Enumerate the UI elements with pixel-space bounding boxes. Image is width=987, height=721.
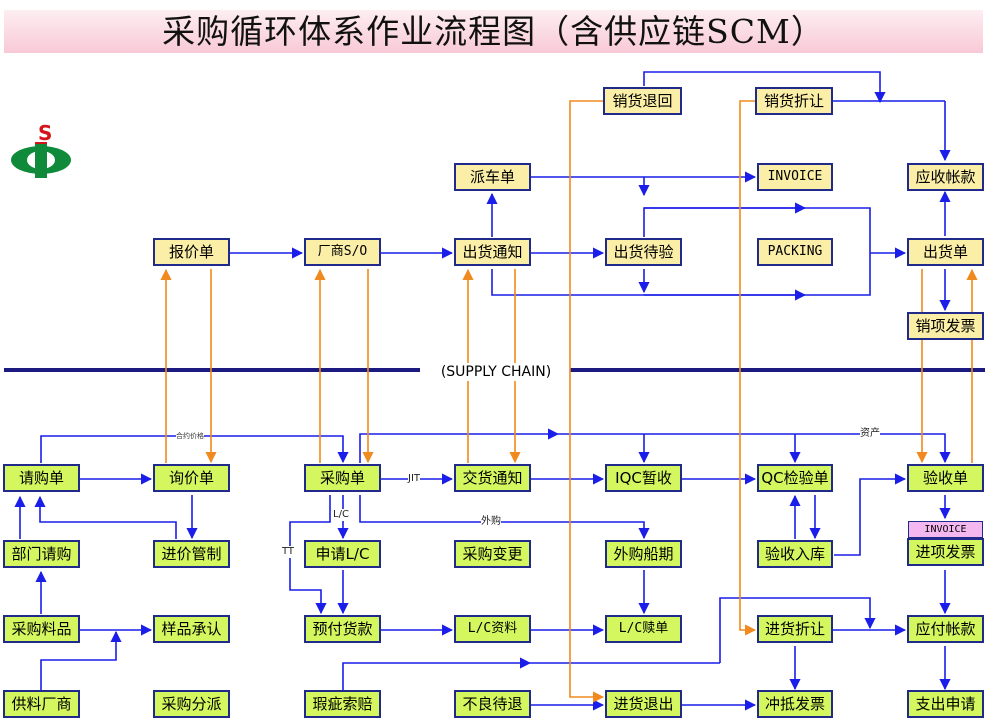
node-receiving-report[interactable]: 验收单 — [907, 464, 984, 492]
node-purchase-materials[interactable]: 采购料品 — [3, 615, 80, 643]
supply-chain-divider-label: (SUPPLY CHAIN) — [424, 363, 568, 381]
edge-label-asset: 资产 — [860, 428, 880, 440]
edge-label-outsourced: 外购 — [481, 516, 501, 528]
node-dept-request[interactable]: 部门请购 — [3, 540, 80, 568]
node-lc-application[interactable]: 申请L/C — [304, 540, 381, 568]
node-awaiting-inspection[interactable]: 出货待验 — [605, 238, 682, 266]
node-inspection-stock-in[interactable]: 验收入库 — [757, 540, 833, 568]
node-price-control[interactable]: 进价管制 — [153, 540, 230, 568]
node-lc-redemption[interactable]: L/C赎单 — [605, 615, 682, 643]
node-order-change[interactable]: 采购变更 — [454, 540, 531, 568]
node-invoice[interactable]: INVOICE — [757, 163, 833, 191]
node-quotation[interactable]: 报价单 — [153, 238, 230, 266]
node-defective-pending[interactable]: 不良待退 — [454, 690, 531, 718]
node-sales-discount[interactable]: 销货折让 — [755, 87, 833, 115]
edge-label-contract-price: 合约价格 — [176, 432, 204, 440]
node-input-invoice[interactable]: 进项发票 — [907, 538, 984, 566]
node-vendor-so[interactable]: 厂商S/O — [304, 238, 381, 266]
invoice-tag: INVOICE — [908, 521, 983, 538]
node-purchase-order[interactable]: 采购单 — [304, 464, 381, 492]
node-outsourced-schedule[interactable]: 外购船期 — [605, 540, 682, 568]
page-title: 采购循环体系作业流程图（含供应链SCM） — [162, 12, 825, 51]
logo-letter: S — [38, 121, 52, 145]
node-qc-form[interactable]: QC检验单 — [757, 464, 833, 492]
node-inquiry[interactable]: 询价单 — [153, 464, 230, 492]
title-bar: 采购循环体系作业流程图（含供应链SCM） — [4, 10, 983, 53]
node-prepayment[interactable]: 预付货款 — [304, 615, 381, 643]
node-sales-invoice[interactable]: 销项发票 — [907, 312, 984, 340]
node-purchase-return[interactable]: 进货退出 — [605, 690, 682, 718]
node-iqc-receipt[interactable]: IQC暂收 — [605, 464, 682, 492]
node-lc-data[interactable]: L/C资料 — [454, 615, 531, 643]
node-requisition[interactable]: 请购单 — [3, 464, 80, 492]
node-delivery-order[interactable]: 出货单 — [907, 238, 984, 266]
node-accounts-payable[interactable]: 应付帐款 — [907, 615, 984, 643]
node-delivery-notice[interactable]: 交货通知 — [454, 464, 531, 492]
node-accounts-receivable[interactable]: 应收帐款 — [907, 163, 984, 191]
node-shipping-notice[interactable]: 出货通知 — [454, 238, 531, 266]
node-purchase-discount[interactable]: 进货折让 — [757, 615, 833, 643]
company-logo-icon: S — [6, 120, 78, 182]
node-offset-invoice[interactable]: 冲抵发票 — [757, 690, 833, 718]
edge-label-tt: TT — [282, 546, 295, 558]
node-expense-request[interactable]: 支出申请 — [907, 690, 984, 718]
node-purchase-dispatch[interactable]: 采购分派 — [153, 690, 230, 718]
edge-label-lc: L/C — [333, 509, 349, 521]
node-sales-return[interactable]: 销货退回 — [603, 87, 682, 115]
node-supplier[interactable]: 供料厂商 — [3, 690, 80, 718]
node-dispatch[interactable]: 派车单 — [454, 163, 531, 191]
edge-label-jit: JIT — [408, 473, 421, 485]
node-packing[interactable]: PACKING — [757, 238, 833, 266]
node-sample-approval[interactable]: 样品承认 — [153, 615, 230, 643]
node-defect-claim[interactable]: 瑕疵索赔 — [304, 690, 381, 718]
